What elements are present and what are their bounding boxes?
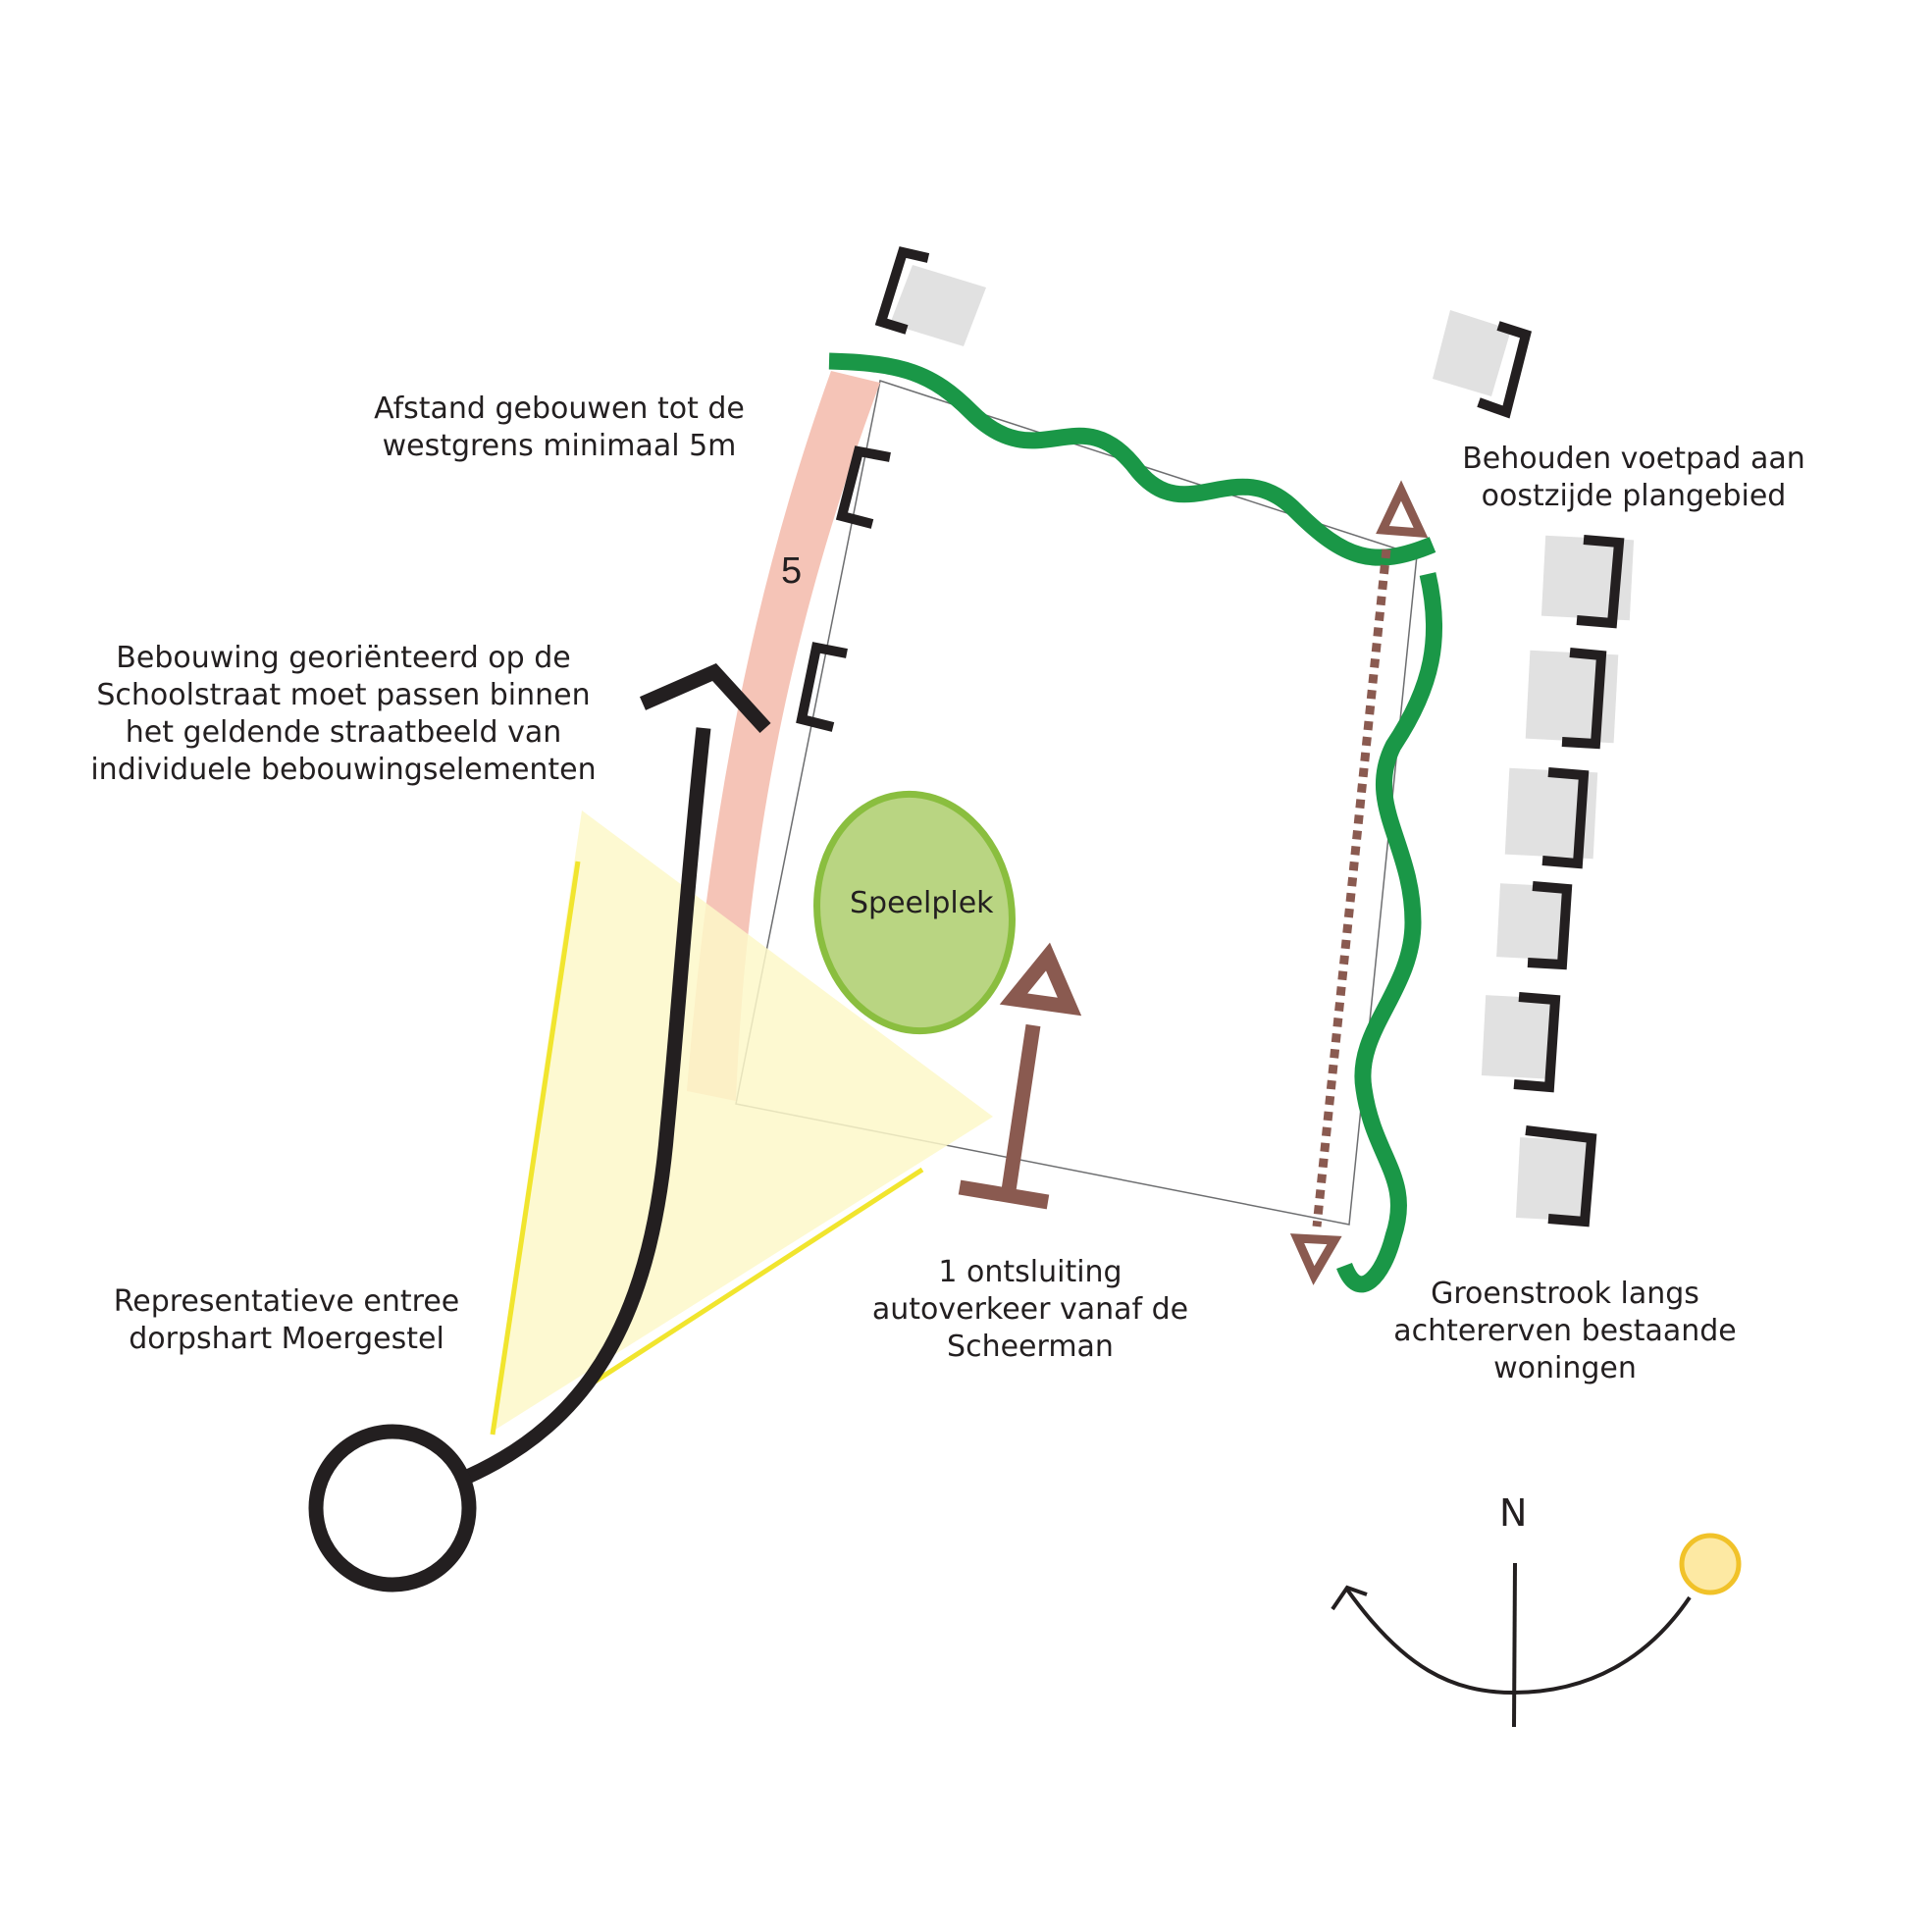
ne-building xyxy=(1433,310,1511,396)
footpath-arrow-north xyxy=(1376,480,1429,539)
east-building-bracket-4 xyxy=(1527,881,1573,970)
label-line: Scheerman xyxy=(947,1330,1114,1364)
east-building-bracket-2 xyxy=(1561,648,1607,750)
green-strip-north xyxy=(828,352,1436,566)
access-arrow-base xyxy=(958,1179,1050,1210)
view-line-south xyxy=(567,1167,924,1401)
label-access: 1 ontsluiting autoverkeer vanaf de Schee… xyxy=(844,1254,1217,1366)
roundabout xyxy=(308,1424,477,1593)
west-building-bracket-2 xyxy=(796,642,848,732)
label-line: autoverkeer vanaf de xyxy=(871,1292,1189,1327)
orientation-roof-mark xyxy=(639,662,771,734)
east-building-4 xyxy=(1496,883,1569,961)
label-line: achtererven bestaande xyxy=(1393,1314,1737,1348)
label-line: 1 ontsluiting xyxy=(938,1255,1123,1289)
compass-north-line xyxy=(1512,1562,1517,1728)
east-building-5 xyxy=(1481,995,1557,1079)
buffer-width-number: 5 xyxy=(781,550,803,592)
east-building-bracket-5 xyxy=(1513,992,1561,1093)
nw-building-bracket xyxy=(874,246,930,335)
label-line: dorpshart Moergestel xyxy=(129,1322,444,1356)
east-building-bracket-3 xyxy=(1541,767,1590,869)
label-line: oostzijde plangebied xyxy=(1481,479,1787,513)
view-line-west xyxy=(490,861,581,1436)
label-line: individuele bebouwingselementen xyxy=(90,753,597,787)
label-orientation-schoolstraat: Bebouwing georiënteerd op de Schoolstraa… xyxy=(59,640,628,789)
label-entrance: Representatieve entree dorpshart Moerges… xyxy=(90,1283,483,1358)
view-cone xyxy=(491,810,993,1433)
label-line: woningen xyxy=(1493,1351,1637,1385)
entrance-route xyxy=(453,727,711,1488)
access-arrow-head xyxy=(999,942,1082,1017)
label-line: Groenstrook langs xyxy=(1431,1277,1699,1311)
east-building-bracket-6 xyxy=(1525,1125,1597,1227)
label-greenstrip: Groenstrook langs achtererven bestaande … xyxy=(1369,1276,1761,1387)
label-line: Behouden voetpad aan xyxy=(1462,442,1805,476)
west-buffer-zone xyxy=(687,371,880,1101)
label-line: Schoolstraat moet passen binnen xyxy=(96,678,591,712)
sun-icon xyxy=(1679,1533,1742,1595)
playground-ellipse xyxy=(813,790,1016,1035)
label-line: Representatieve entree xyxy=(113,1284,460,1319)
label-line: westgrens minimaal 5m xyxy=(382,429,737,463)
footpath-dotted xyxy=(1312,548,1391,1227)
access-arrow-shaft xyxy=(1000,1023,1041,1199)
plan-area-outline xyxy=(735,380,1418,1226)
compass-arc xyxy=(1345,1588,1692,1696)
footpath-arrow-south xyxy=(1289,1233,1342,1285)
label-line: het geldende straatbeeld van xyxy=(125,715,562,750)
green-strip-east xyxy=(1336,572,1443,1293)
nw-building xyxy=(890,265,986,346)
label-line: Bebouwing georiënteerd op de xyxy=(116,641,571,675)
compass-north-letter: N xyxy=(1499,1491,1528,1535)
label-footpath: Behouden voetpad aan oostzijde plangebie… xyxy=(1428,441,1840,515)
west-building-bracket-1 xyxy=(835,445,891,529)
east-building-3 xyxy=(1504,767,1598,860)
east-building-6 xyxy=(1515,1137,1593,1222)
compass-arc-arrowhead xyxy=(1331,1585,1368,1611)
label-line: Afstand gebouwen tot de xyxy=(374,392,745,426)
label-distance-westgrens: Afstand gebouwen tot de westgrens minima… xyxy=(314,391,805,465)
playground-label: Speelplek xyxy=(850,886,994,920)
ne-building-bracket xyxy=(1477,321,1532,419)
east-building-bracket-1 xyxy=(1576,535,1625,629)
